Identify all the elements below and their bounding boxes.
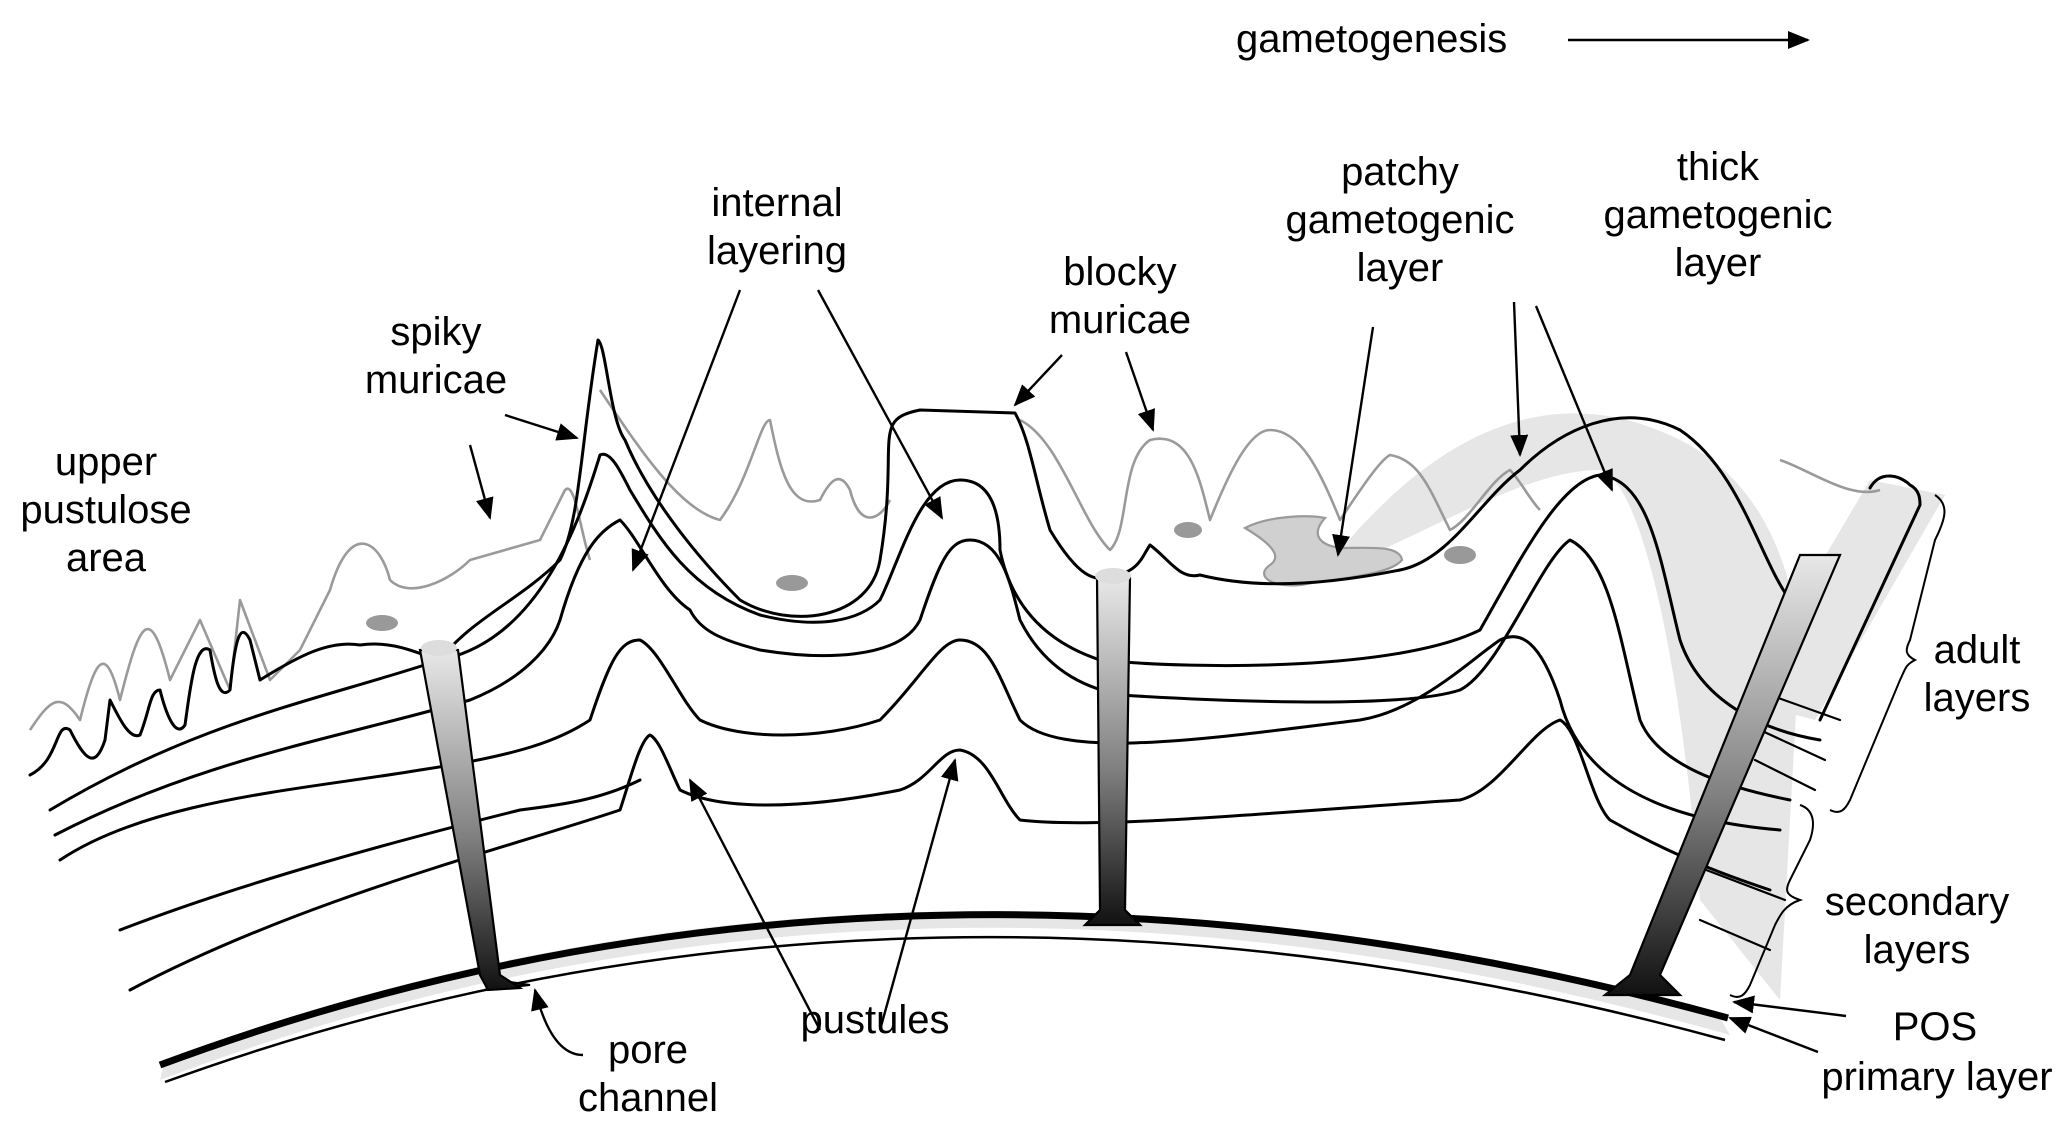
pos-label: POS [1893,1005,1977,1049]
pustules-label: pustules [801,998,950,1042]
patchy-gametogenic-label-1: patchy [1341,150,1459,194]
patchy-gametogenic-patch [1242,515,1404,587]
blocky-muricae-arrow-1 [1013,354,1063,407]
adult-layers-label-1: adult [1934,628,2021,672]
pore-channel-left [418,640,531,992]
thick-gametogenic-label-2: gametogenic [1603,193,1832,237]
blocky-muricae-arrow-2 [1124,351,1155,432]
internal-layering-arrow-2 [816,289,944,520]
pore-channel-label-2: channel [578,1076,718,1120]
patchy-gametogenic-arrow [1332,326,1375,557]
spiky-muricae-label-1: spiky [390,310,481,354]
secondary-layers-label-1: secondary [1825,880,2010,924]
internal-layering-label-2: layering [707,229,847,273]
spiky-muricae-arrow-2 [468,444,494,520]
pos-arrow [1732,995,1847,1018]
pore-channel-right [1601,553,1842,997]
upper-pustulose-area-label-3: area [66,536,147,580]
secondary-layers-label-2: layers [1864,928,1971,972]
upper-pustulose-area-label-1: upper [55,440,157,484]
gametogenesis-label: gametogenesis [1236,17,1507,61]
blocky-muricae-label-2: muricae [1049,298,1191,342]
pos-line [158,911,1729,1069]
gray-surface-outlines [28,389,1881,731]
labels: gametogenesis upper pustulose area spiky… [20,17,2052,1120]
pore-channel-label-1: pore [608,1028,688,1072]
primary-layer-arrow [1728,1016,1819,1054]
thick-gametogenic-label-1: thick [1677,145,1760,189]
primary-layer-label: primary layer [1821,1055,2052,1099]
internal-layering-arrow-1 [631,289,742,572]
blocky-muricae-label-1: blocky [1063,250,1176,294]
adult-layers-brace [1829,494,1946,813]
thick-gametogenic-arrow-2 [1534,305,1614,492]
spiky-muricae-arrow-1 [504,413,579,441]
spiky-muricae-label-2: muricae [365,358,507,402]
adult-layers-label-2: layers [1924,676,2031,720]
patchy-gametogenic-label-2: gametogenic [1285,198,1514,242]
right-end-cap [1818,474,1922,722]
pore-channel-middle [1082,568,1143,927]
thick-gametogenic-label-3: layer [1675,241,1762,285]
patchy-gametogenic-label-3: layer [1357,246,1444,290]
internal-layering-label-1: internal [711,181,842,225]
adult-layer-lines [28,338,1822,992]
upper-pustulose-area-label-2: pustulose [20,488,191,532]
pustules-arrow-2 [878,758,959,1031]
pore-channel-arrow [531,988,584,1057]
primary-layer [158,911,1730,1084]
pustules-arrow-1 [688,778,822,1031]
pointer-arrows [468,31,1847,1057]
spots [366,522,1476,631]
thick-gametogenic-arrow-1 [1510,301,1529,457]
secondary-layers-brace [1729,804,1814,998]
